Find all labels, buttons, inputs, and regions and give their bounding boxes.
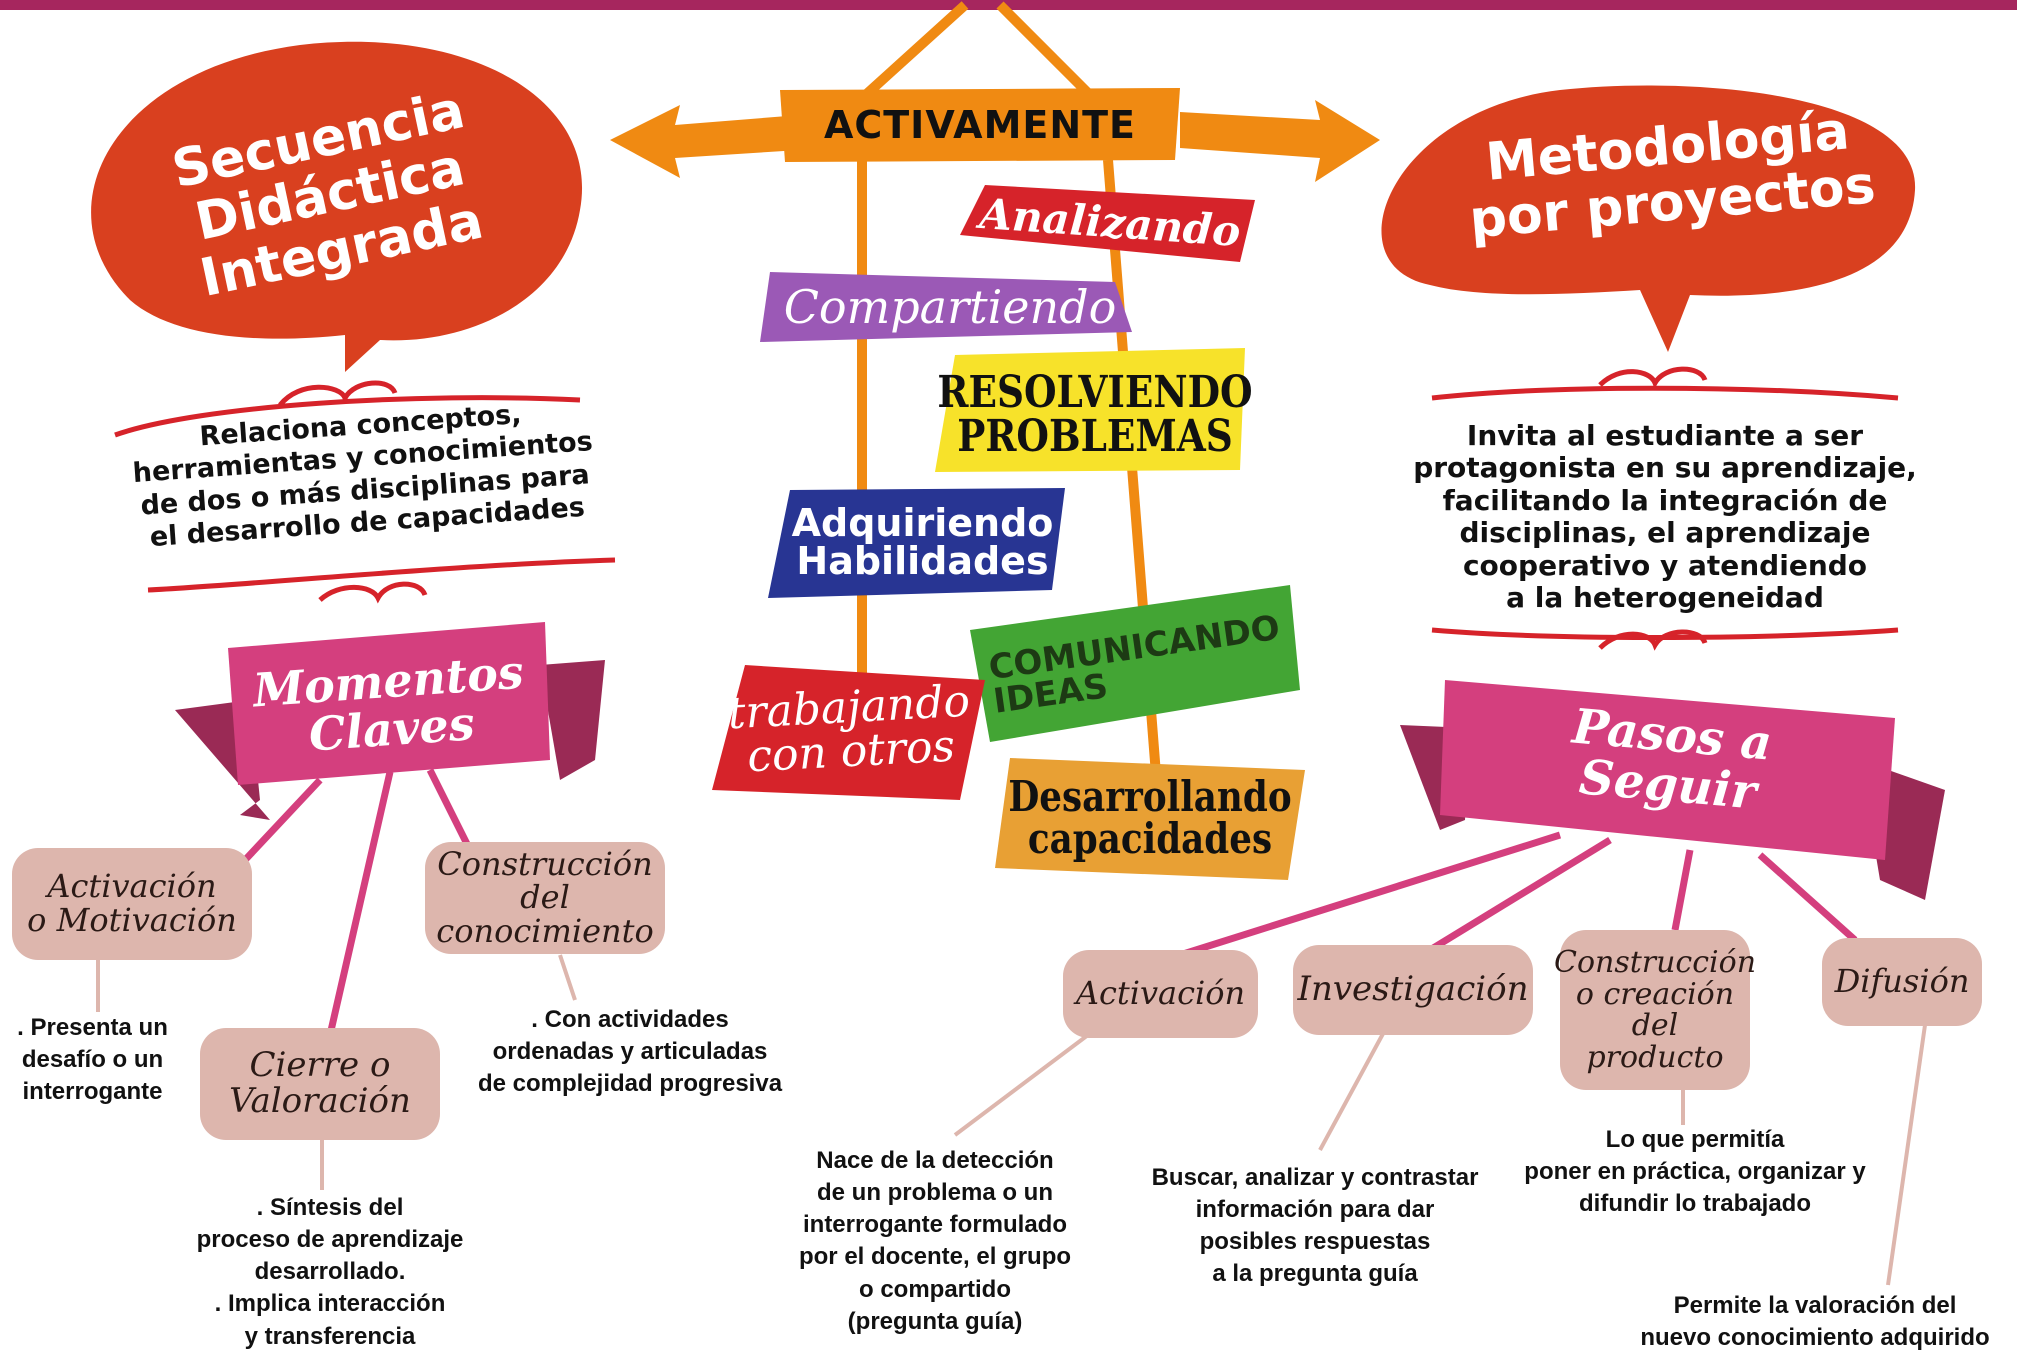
note-investigacion-line-3: posibles respuestas [1199,1228,1431,1256]
step-activacion: Activación [1063,950,1258,1038]
note-right-activacion-line-2: de un problema o un [816,1179,1053,1207]
note-activacion-line-3: interrogante [22,1078,163,1106]
note-right-activacion-line-3: interrogante formulado [802,1211,1067,1239]
step-construccion-conocimiento: Construcción del conocimiento [425,842,665,954]
note-construccion-conocimiento: . Con actividades ordenadas y articulada… [455,1004,805,1100]
step-difusion-label: Difusión [1834,962,1970,1001]
step-construccion-producto: Construcción o creación del producto [1554,930,1756,1090]
note-right-activacion-line-1: Nace de la detección [816,1147,1054,1174]
note-construccion-line-3: de complejidad progresiva [477,1070,783,1098]
sign-adquiriendo-habilidades: Adquiriendo Habilidades [790,497,1055,587]
sign-desarrollando-line-1: Desarrollando [1008,772,1292,821]
step-activacion-motivacion: Activación o Motivación [12,848,252,960]
step-producto-line-3: producto [1586,1039,1724,1075]
right-description-line-1: Invita al estudiante a ser [1466,419,1864,452]
sign-compartiendo: Compartiendo [783,278,1117,336]
note-difusion-line-2: nuevo conocimiento adquirido [1640,1324,1990,1352]
step-construccion-line-1: Construcción [437,844,653,883]
note-cierre-line-4: . Implica interacción [214,1290,446,1318]
note-investigacion-line-1: Buscar, analizar y contrastar [1151,1164,1479,1191]
note-producto-line-3: difundir lo trabajado [1579,1190,1811,1218]
sign-desarrollando-capacidades: Desarrollando capacidades [1008,768,1291,868]
step-producto-line-1: Construcción [1553,945,1757,980]
right-ribbon-line-2: Seguir [1577,749,1759,821]
step-activacion-line-1: Activación [47,867,217,906]
activamente-title: ACTIVAMENTE [790,95,1170,155]
note-cierre-valoracion: . Síntesis del proceso de aprendizaje de… [170,1192,490,1353]
left-ribbon-line-2: Claves [307,696,477,762]
note-construccion-line-2: ordenadas y articuladas [492,1038,768,1066]
sign-trabajando-line-2: con otros [746,720,957,783]
note-cierre-line-5: y transferencia [244,1322,416,1350]
right-description-line-3: facilitando la integración de [1442,483,1888,517]
step-cierre-line-1: Cierre o [249,1045,391,1086]
step-right-activacion-label: Activación [1075,974,1246,1013]
right-description-line-6: a la heterogeneidad [1506,581,1824,615]
left-flourish-bottom [147,557,616,604]
note-producto-line-2: poner en práctica, organizar y [1524,1158,1866,1186]
sign-compartiendo-label: Compartiendo [783,280,1117,334]
sign-resolviendo-line-1: RESOLVIENDO [937,366,1253,418]
sign-adquiriendo-line-2: Habilidades [796,539,1049,583]
sign-resolviendo-problemas: RESOLVIENDO PROBLEMAS [937,362,1252,467]
note-difusion: Permite la valoración del nuevo conocimi… [1615,1290,2015,1354]
left-flourish-top [114,380,581,438]
note-right-activacion-line-5: o compartido [858,1275,1011,1303]
right-speech-bubble [1381,85,1916,353]
left-note-connectors [96,954,577,1190]
top-accent-bar [0,0,2017,10]
step-cierre-valoracion: Cierre o Valoración [200,1028,440,1140]
step-construccion-line-2: del conocimiento [436,878,654,950]
note-difusion-line-1: Permite la valoración del [1673,1292,1957,1319]
note-investigacion-line-4: a la pregunta guía [1212,1260,1418,1288]
sign-analizando-label: Analizando [978,188,1243,256]
note-activacion-line-1: . Presenta un [17,1014,168,1041]
right-description-line-5: cooperativo y atendiendo [1462,548,1868,582]
left-ribbon-text: Momentos Claves [236,630,544,781]
note-activacion-motivacion: . Presenta un desafío o un interrogante [5,1012,180,1108]
note-producto-line-1: Lo que permitía [1605,1126,1785,1153]
note-construccion-line-1: . Con actividades [531,1006,729,1033]
activamente-label: ACTIVAMENTE [823,103,1137,147]
left-ribbon [175,622,605,820]
left-connectors [242,768,474,1036]
flag-shapes [712,88,1305,880]
note-activacion-line-2: desafío o un [21,1046,164,1074]
note-cierre-line-3: desarrollado. [254,1258,406,1286]
right-description-line-2: protagonista en su aprendizaje, [1413,451,1917,485]
left-speech-bubble [91,41,583,373]
double-arrow [610,100,1380,182]
note-right-activacion-line-4: por el docente, el grupo [798,1243,1072,1271]
note-right-activacion-line-6: (pregunta guía) [847,1307,1023,1335]
right-flourish-top [1431,366,1899,401]
right-description-line-4: disciplinas, el aprendizaje [1459,516,1871,550]
sign-trabajando-con-otros: trabajando con otros [727,669,972,791]
note-cierre-line-2: proceso de aprendizaje [196,1226,464,1254]
sign-desarrollando-line-2: capacidades [1027,814,1273,863]
sign-adquiriendo-line-1: Adquiriendo [791,501,1054,545]
note-cierre-line-1: . Síntesis del [256,1194,404,1221]
right-connectors [1178,831,1858,959]
right-description: Invita al estudiante a ser protagonista … [1405,419,1925,620]
sign-poles [856,1,1163,801]
step-investigacion-label: Investigación [1297,969,1529,1010]
step-producto-line-2: o creación del [1575,976,1735,1043]
note-investigacion: Buscar, analizar y contrastar informació… [1135,1162,1495,1291]
right-ribbon [1400,680,1945,900]
step-cierre-line-2: Valoración [229,1081,411,1121]
note-activacion: Nace de la detección de un problema o un… [770,1145,1100,1338]
note-construccion-producto: Lo que permitía poner en práctica, organ… [1505,1124,1885,1220]
note-investigacion-line-2: información para dar [1195,1196,1435,1224]
right-flourish-bottom [1431,627,1899,651]
right-note-connectors [953,1024,1927,1286]
step-activacion-line-2: o Motivación [27,901,237,939]
sign-resolviendo-line-2: PROBLEMAS [957,410,1233,462]
step-investigacion: Investigación [1293,945,1533,1035]
step-difusion: Difusión [1822,938,1982,1026]
